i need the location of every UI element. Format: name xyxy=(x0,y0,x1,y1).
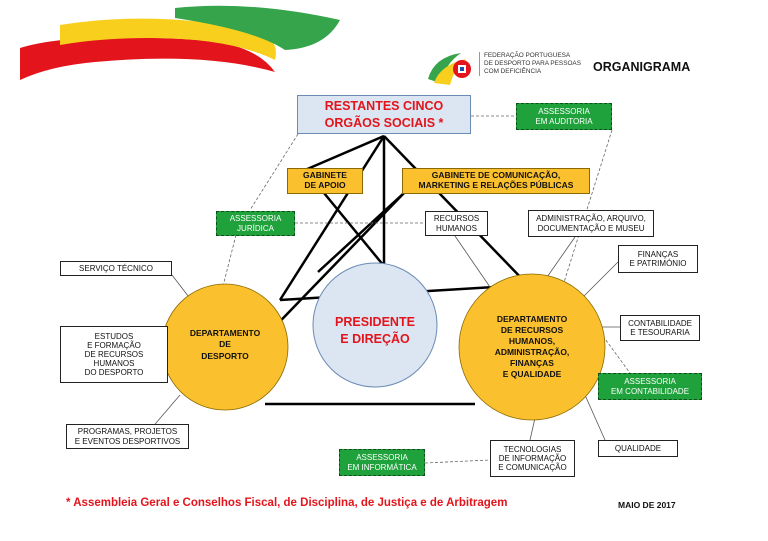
department-sport-line2: DE xyxy=(219,339,231,350)
audit-advisory-line2: EM AUDITORIA xyxy=(535,116,593,126)
studies-training-box: ESTUDOS E FORMAÇÃO DE RECURSOS HUMANOS D… xyxy=(60,326,168,383)
audit-advisory-line1: ASSESSORIA xyxy=(538,107,590,117)
human-resources-line2: HUMANOS xyxy=(436,223,477,233)
communication-office-line1: GABINETE DE COMUNICAÇÃO, xyxy=(431,170,561,181)
quality-box: QUALIDADE xyxy=(598,440,678,457)
remaining-social-bodies-line2: ORGÃOS SOCIAIS * xyxy=(324,116,444,130)
communication-office-box: GABINETE DE COMUNICAÇÃO, MARKETING E REL… xyxy=(402,168,590,194)
department-hr-line3: HUMANOS, xyxy=(508,336,556,347)
date-label: MAIO DE 2017 xyxy=(618,500,676,510)
finance-assets-line1: FINANÇAS xyxy=(637,249,679,259)
studies-training-line2: E FORMAÇÃO xyxy=(87,340,141,350)
department-sport-label: DEPARTAMENTO DE DESPORTO xyxy=(175,328,275,362)
finance-assets-box: FINANÇAS E PATRIMÓNIO xyxy=(618,245,698,273)
programs-events-line2: E EVENTOS DESPORTIVOS xyxy=(74,436,181,446)
communication-office-line2: MARKETING E RELAÇÕES PÚBLICAS xyxy=(418,180,574,190)
department-sport-line1: DEPARTAMENTO xyxy=(189,328,261,338)
programs-events-line1: PROGRAMAS, PROJETOS xyxy=(77,427,178,437)
technical-service-box: SERVIÇO TÉCNICO xyxy=(60,261,172,276)
administration-archive-line2: DOCUMENTAÇÃO E MUSEU xyxy=(537,223,645,233)
accounting-advisory-box: ASSESSORIA EM CONTABILIDADE xyxy=(598,373,702,400)
accounting-treasury-box: CONTABILIDADE E TESOURARIA xyxy=(620,315,700,341)
legal-advisory-box: ASSESSORIA JURÍDICA xyxy=(216,211,295,236)
department-hr-label: DEPARTAMENTO DE RECURSOS HUMANOS, ADMINI… xyxy=(477,314,587,380)
federation-logo xyxy=(426,49,476,89)
technical-service-label: SERVIÇO TÉCNICO xyxy=(79,263,153,273)
studies-training-line4: HUMANOS xyxy=(93,359,135,369)
studies-training-line1: ESTUDOS xyxy=(94,331,134,341)
president-line1: PRESIDENTE xyxy=(335,315,415,329)
remaining-social-bodies-line1: RESTANTES CINCO xyxy=(324,98,444,113)
support-office-line2: DE APOIO xyxy=(304,180,346,190)
administration-archive-line1: ADMINISTRAÇÃO, ARQUIVO, xyxy=(536,214,646,224)
logo-icon xyxy=(428,53,471,85)
human-resources-line1: RECURSOS xyxy=(433,214,480,224)
department-hr-line2: DE RECURSOS xyxy=(500,325,564,336)
federation-name-line3: COM DEFICIÊNCIA xyxy=(484,68,542,75)
it-advisory-line1: ASSESSORIA xyxy=(356,453,408,463)
it-advisory-line2: EM INFORMÁTICA xyxy=(347,462,417,472)
administration-archive-box: ADMINISTRAÇÃO, ARQUIVO, DOCUMENTAÇÃO E M… xyxy=(528,210,654,237)
legal-advisory-line1: ASSESSORIA xyxy=(229,214,282,224)
president-label: PRESIDENTE E DIREÇÃO xyxy=(315,314,435,348)
accounting-advisory-line1: ASSESSORIA xyxy=(624,377,676,387)
department-hr-line6: E QUALIDADE xyxy=(502,369,562,380)
studies-training-line3: DE RECURSOS xyxy=(84,349,144,359)
department-hr-circle xyxy=(458,273,606,421)
human-resources-box: RECURSOS HUMANOS xyxy=(425,211,488,236)
federation-name-line2: DE DESPORTO PARA PESSOAS xyxy=(484,60,581,67)
decorative-swoosh xyxy=(20,5,340,80)
footnote: * Assembleia Geral e Conselhos Fiscal, d… xyxy=(66,497,508,509)
programs-events-box: PROGRAMAS, PROJETOS E EVENTOS DESPORTIVO… xyxy=(66,424,189,449)
it-line1: TECNOLOGIAS xyxy=(503,444,562,454)
accounting-treasury-line2: E TESOURARIA xyxy=(630,328,690,337)
department-sport-line3: DESPORTO xyxy=(201,350,249,361)
support-office-box: GABINETE DE APOIO xyxy=(287,168,363,194)
page-title: ORGANIGRAMA xyxy=(593,60,691,74)
legal-advisory-line2: JURÍDICA xyxy=(237,223,274,233)
federation-name: FEDERAÇÃO PORTUGUESA DE DESPORTO PARA PE… xyxy=(479,52,599,76)
studies-training-line5: DO DESPORTO xyxy=(84,368,144,378)
accounting-advisory-line2: EM CONTABILIDADE xyxy=(610,386,690,396)
it-line3: E COMUNICAÇÃO xyxy=(498,463,567,473)
accounting-treasury-line1: CONTABILIDADE xyxy=(628,318,692,328)
finance-assets-line2: E PATRIMÓNIO xyxy=(629,259,687,268)
department-hr-line5: FINANÇAS xyxy=(510,358,554,369)
it-advisory-box: ASSESSORIA EM INFORMÁTICA xyxy=(339,449,425,476)
remaining-social-bodies-box: RESTANTES CINCO ORGÃOS SOCIAIS * xyxy=(297,95,471,134)
it-line2: DE INFORMAÇÃO xyxy=(498,453,567,463)
circles xyxy=(161,262,606,421)
audit-advisory-box: ASSESSORIA EM AUDITORIA xyxy=(516,103,612,130)
federation-name-line1: FEDERAÇÃO PORTUGUESA xyxy=(484,52,571,59)
president-circle xyxy=(312,262,438,388)
quality-label: QUALIDADE xyxy=(614,443,662,453)
president-line2: E DIREÇÃO xyxy=(340,331,410,346)
it-box: TECNOLOGIAS DE INFORMAÇÃO E COMUNICAÇÃO xyxy=(490,440,575,477)
department-hr-line4: ADMINISTRAÇÃO, xyxy=(494,347,570,358)
department-hr-line1: DEPARTAMENTO xyxy=(496,314,568,324)
support-office-line1: GABINETE xyxy=(303,170,347,181)
